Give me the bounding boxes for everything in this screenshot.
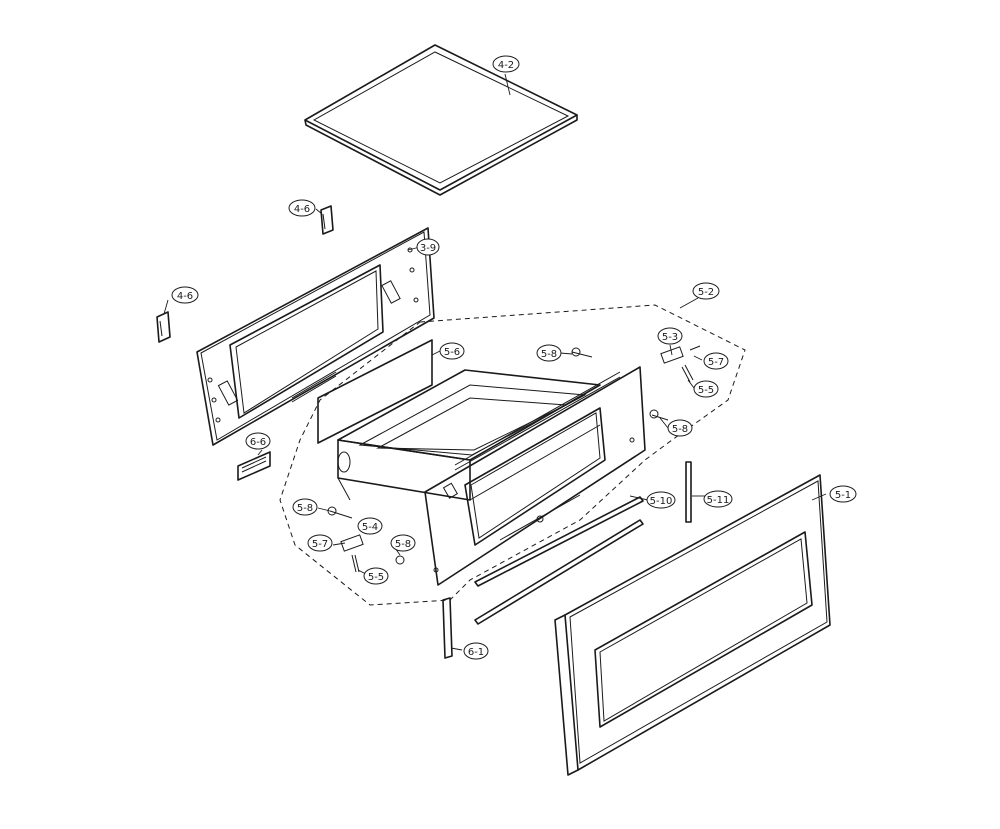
callout-5-2: 5-2 xyxy=(692,282,720,300)
callout-5-11: 5-11 xyxy=(703,490,733,508)
svg-text:5-2: 5-2 xyxy=(698,287,714,298)
svg-text:5-8: 5-8 xyxy=(297,503,313,514)
assembly-boundary xyxy=(279,304,746,606)
svg-text:5-7: 5-7 xyxy=(708,357,724,368)
callout-5-8-mid: 5-8 xyxy=(390,534,416,552)
callout-3-9: 3-9 xyxy=(416,238,440,256)
svg-text:5-8: 5-8 xyxy=(541,349,557,360)
callout-5-7-right: 5-7 xyxy=(703,352,729,370)
callout-5-6: 5-6 xyxy=(439,342,465,360)
clip-part-upper xyxy=(320,205,334,235)
callout-5-10: 5-10 xyxy=(646,491,676,509)
svg-text:5-7: 5-7 xyxy=(312,539,328,550)
callout-5-8-top: 5-8 xyxy=(536,344,562,362)
plate-part xyxy=(317,339,433,444)
svg-text:5-10: 5-10 xyxy=(650,496,673,507)
top-cover-panel xyxy=(304,44,578,196)
screw-hardware xyxy=(327,345,701,573)
callout-5-7-left: 5-7 xyxy=(307,534,333,552)
svg-text:5-4: 5-4 xyxy=(362,522,378,533)
callout-6-1: 6-1 xyxy=(463,642,489,660)
slide-bar xyxy=(685,461,692,523)
callout-5-4: 5-4 xyxy=(357,517,383,535)
svg-text:5-8: 5-8 xyxy=(672,424,688,435)
svg-text:5-6: 5-6 xyxy=(444,347,460,358)
svg-text:4-2: 4-2 xyxy=(498,60,514,71)
svg-text:3-9: 3-9 xyxy=(420,243,436,254)
drawer-body xyxy=(337,369,601,501)
callout-5-3: 5-3 xyxy=(657,327,683,345)
callout-5-5-left: 5-5 xyxy=(363,567,389,585)
frame-panel xyxy=(196,227,435,446)
svg-text:6-6: 6-6 xyxy=(250,437,266,448)
callout-5-5-right: 5-5 xyxy=(693,380,719,398)
front-door-panel xyxy=(554,474,831,776)
callout-4-6-upper: 4-6 xyxy=(288,199,316,217)
rails xyxy=(474,496,644,625)
slide-bar-lower xyxy=(442,597,453,659)
drawer-front-inner xyxy=(424,366,646,586)
clip-part-lower xyxy=(156,311,171,343)
callout-5-8-right: 5-8 xyxy=(667,419,693,437)
svg-text:4-6: 4-6 xyxy=(177,291,193,302)
svg-text:5-3: 5-3 xyxy=(662,332,678,343)
svg-text:5-5: 5-5 xyxy=(368,572,384,583)
callout-5-1: 5-1 xyxy=(829,485,857,503)
svg-text:5-11: 5-11 xyxy=(707,495,730,506)
callout-6-6: 6-6 xyxy=(245,432,271,450)
svg-text:5-1: 5-1 xyxy=(835,490,851,501)
label-plate xyxy=(237,451,271,481)
callout-5-8-left: 5-8 xyxy=(292,498,318,516)
callout-4-6-lower: 4-6 xyxy=(171,286,199,304)
svg-text:6-1: 6-1 xyxy=(468,647,484,658)
svg-text:4-6: 4-6 xyxy=(294,204,310,215)
svg-text:5-8: 5-8 xyxy=(395,539,411,550)
callout-4-2: 4-2 xyxy=(492,55,520,73)
svg-text:5-5: 5-5 xyxy=(698,385,714,396)
